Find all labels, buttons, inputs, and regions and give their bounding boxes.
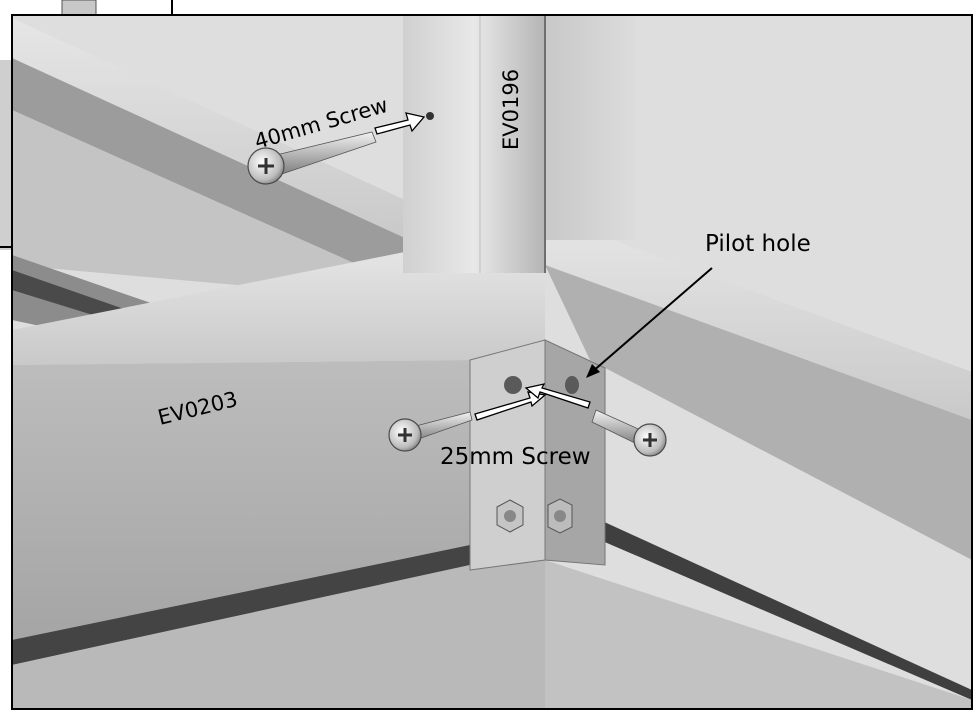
screw-25mm-left <box>388 411 473 452</box>
label-ev0196: EV0196 <box>499 69 523 150</box>
rail-back-left <box>12 18 405 360</box>
arrow-40mm-screw <box>374 112 426 135</box>
screw-25mm-right <box>591 409 667 457</box>
vertical-post <box>403 15 635 273</box>
rail-front <box>12 245 972 709</box>
arrow-25mm-screw-right <box>524 383 591 409</box>
diagram-panel: 40mm Screw EV0196 EV0203 Pilot hole 25mm… <box>12 15 972 709</box>
arrow-25mm-screw-left <box>474 391 547 421</box>
nut-right <box>547 498 573 534</box>
screw-40mm <box>247 112 434 185</box>
nut-left <box>496 499 524 533</box>
arrow-pilot-hole <box>586 267 713 378</box>
label-25mm-screw: 25mm Screw <box>440 444 591 470</box>
rail-back-right <box>545 215 972 700</box>
label-pilot-hole: Pilot hole <box>705 231 811 257</box>
frame-corner-fragment <box>0 0 97 250</box>
